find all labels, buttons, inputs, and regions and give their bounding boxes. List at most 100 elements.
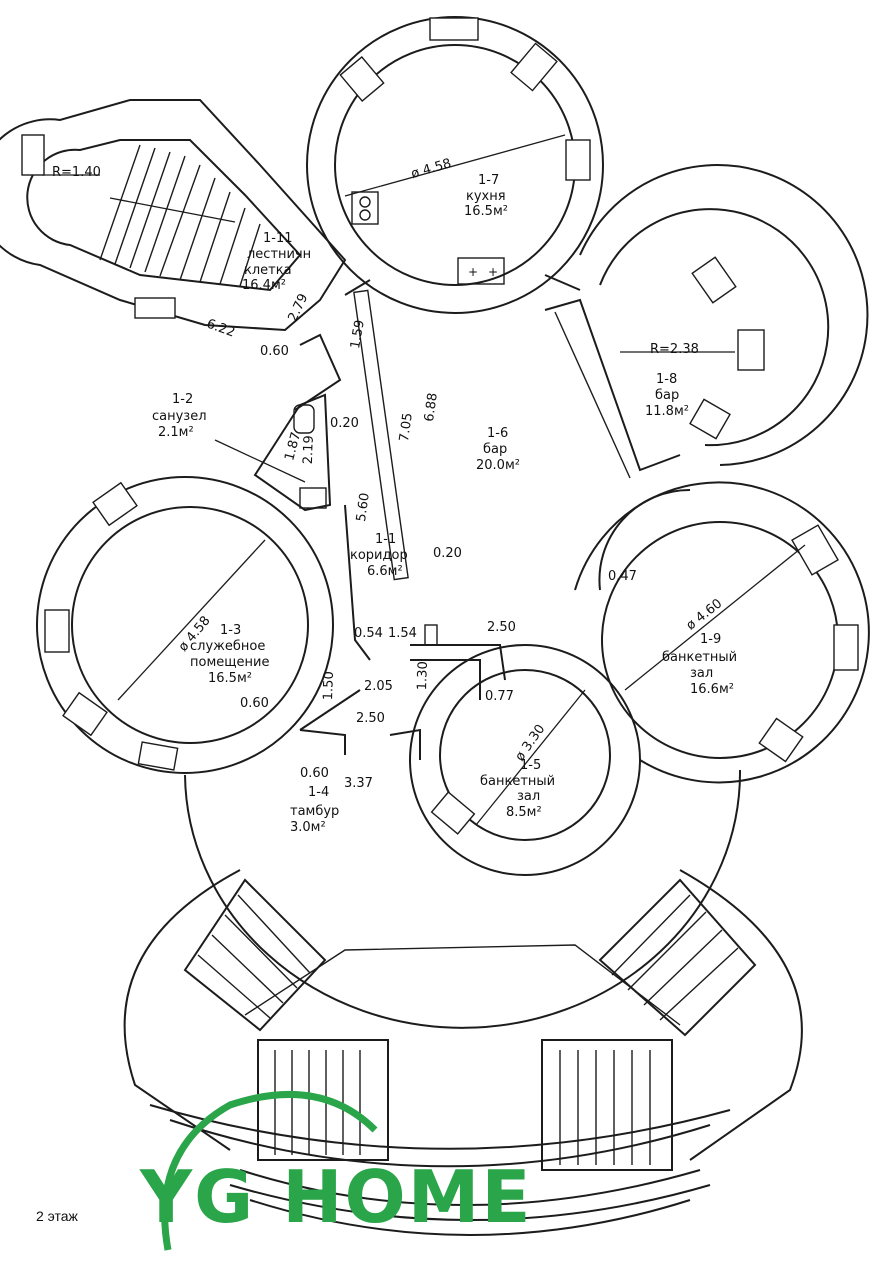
svg-text:1-8: 1-8: [656, 372, 677, 387]
dim-154: 1.54: [388, 626, 417, 641]
window-bar-3: [689, 398, 731, 440]
dim-077: 0.77: [485, 689, 514, 704]
svg-text:16.5м²: 16.5м²: [208, 671, 252, 686]
floor-label: 2 этаж: [36, 1208, 79, 1224]
svg-text:бар: бар: [655, 388, 679, 403]
svg-text:1-1: 1-1: [375, 532, 396, 547]
dim-219: 2.19: [301, 435, 317, 464]
window-service-4: [137, 741, 179, 771]
svg-text:зал: зал: [690, 666, 713, 681]
room-label-1-1: 1-1 коридор 6.6м²: [350, 532, 408, 579]
dim-688: 6.88: [422, 392, 441, 423]
svg-text:1-7: 1-7: [478, 173, 499, 188]
stair-steps-right: [611, 894, 739, 1021]
kitchen-room-1-7: ++: [306, 16, 604, 314]
stair-steps-lower-left: [274, 1050, 361, 1155]
svg-text:банкетный: банкетный: [480, 774, 555, 789]
dim-187: 1.87: [282, 431, 304, 463]
svg-text:+: +: [468, 265, 478, 279]
dim-250b: 2.50: [356, 711, 385, 726]
window-bar-2: [737, 329, 765, 371]
sink-icon: [457, 257, 505, 285]
window-kitchen-2: [510, 42, 558, 92]
svg-text:1-2: 1-2: [172, 392, 193, 407]
dim-622: 6.22: [205, 317, 237, 341]
bar-room-1-6: [294, 274, 681, 581]
svg-text:зал: зал: [517, 789, 540, 804]
stair-steps-lower-right: [559, 1050, 651, 1165]
stair-steps-left: [197, 894, 311, 1019]
svg-text:1-6: 1-6: [487, 426, 508, 441]
dim-250a: 2.50: [487, 620, 516, 635]
svg-text:1-9: 1-9: [700, 632, 721, 647]
dim-kitchen-diameter: ø 4.58: [410, 156, 454, 182]
dim-337: 3.37: [344, 776, 373, 791]
svg-text:+: +: [488, 265, 498, 279]
svg-text:бар: бар: [483, 442, 507, 457]
svg-text:3.0м²: 3.0м²: [290, 820, 326, 835]
toilet-icon: [293, 404, 315, 434]
washbasin-icon: [299, 487, 327, 509]
svg-text:служебное: служебное: [190, 639, 265, 654]
bar-room-1-8: [579, 164, 869, 466]
banquet-room-1-9: [574, 481, 870, 784]
window-kitchen-3: [565, 139, 591, 181]
window-stair-1: [21, 134, 45, 176]
dim-020b: 0.20: [433, 546, 462, 561]
svg-text:16.5м²: 16.5м²: [464, 204, 508, 219]
dim-054: 0.54: [354, 626, 383, 641]
banquet-room-1-5: [409, 644, 641, 876]
svg-text:1-3: 1-3: [220, 623, 241, 638]
svg-text:YG HOME: YG HOME: [139, 1155, 533, 1239]
room-label-1-3: 1-3 служебное помещение 16.5м²: [190, 623, 269, 686]
svg-text:банкетный: банкетный: [662, 650, 737, 665]
window-banquet-3: [758, 717, 804, 763]
dim-205: 2.05: [364, 679, 393, 694]
window-kitchen-1: [429, 17, 479, 41]
terrace-and-outdoor-stairs: [123, 769, 803, 1236]
room-label-1-5: 1-5 банкетный зал 8.5м²: [480, 758, 555, 820]
dim-060a: 0.60: [260, 344, 289, 359]
window-banquet-2: [833, 624, 859, 671]
room-label-1-11: 1-11 лестничн клетка 16.4м²: [242, 231, 311, 293]
window-bar-1: [691, 256, 737, 304]
window-stair-2: [134, 297, 176, 319]
yg-home-logo: YG HOME: [139, 1090, 533, 1251]
svg-text:16.6м²: 16.6м²: [690, 682, 734, 697]
dim-047: 0.47: [608, 569, 637, 584]
svg-text:1-11: 1-11: [263, 231, 293, 246]
dim-150: 1.50: [321, 671, 337, 700]
window-service-1: [92, 481, 138, 527]
svg-text:8.5м²: 8.5м²: [506, 805, 542, 820]
svg-text:лестничн: лестничн: [247, 247, 311, 262]
window-kitchen-4: [339, 55, 385, 103]
svg-text:16.4м²: 16.4м²: [242, 278, 286, 293]
svg-text:коридор: коридор: [350, 548, 408, 563]
dim-159: 1.59: [348, 319, 368, 350]
dim-560: 5.60: [354, 492, 373, 523]
window-small-banquet-1: [430, 791, 476, 835]
svg-text:6.6м²: 6.6м²: [367, 564, 403, 579]
window-banquet-1: [791, 524, 839, 576]
dim-060c: 0.60: [300, 766, 329, 781]
service-room-1-3: [36, 476, 334, 774]
dim-130: 1.30: [415, 661, 431, 690]
room-label-1-7: 1-7 кухня 16.5м²: [464, 173, 508, 219]
stair-steps: [99, 144, 261, 287]
dim-705: 7.05: [397, 412, 416, 443]
room-label-1-4: 1-4 тамбур 3.0м²: [290, 785, 339, 835]
svg-text:1-4: 1-4: [308, 785, 329, 800]
corridor-room-1-1: [299, 504, 506, 760]
dim-060b: 0.60: [240, 696, 269, 711]
svg-text:20.0м²: 20.0м²: [476, 458, 520, 473]
room-label-1-6: 1-6 бар 20.0м²: [476, 426, 520, 473]
dim-279: 2.79: [286, 291, 312, 324]
staircase-room-1-11: [0, 99, 347, 332]
dim-bar-radius: R=2.38: [650, 342, 699, 357]
bathroom-room-1-2: [214, 393, 332, 512]
dimension-labels: ø 4.58 R=1.40 2.79 6.22 0.60 1.59 1.87 2…: [52, 156, 725, 791]
dim-stair-radius: R=1.40: [52, 165, 101, 180]
svg-text:1-5: 1-5: [520, 758, 541, 773]
svg-text:2.1м²: 2.1м²: [158, 425, 194, 440]
